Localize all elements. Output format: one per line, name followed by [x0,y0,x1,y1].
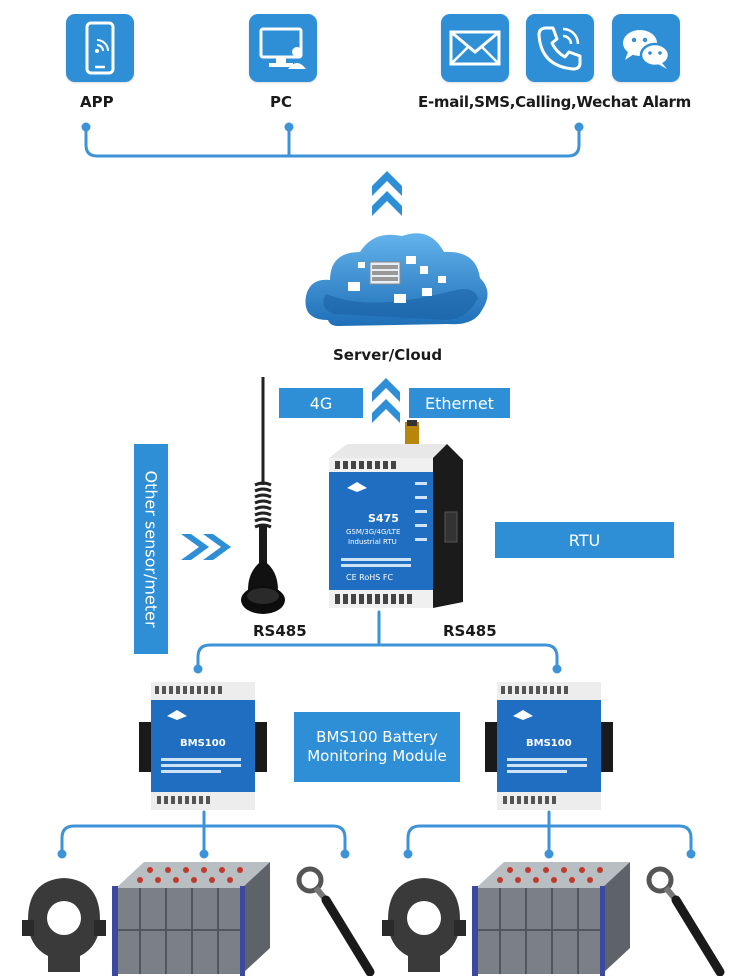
cloud-server-icon [305,233,488,326]
current-transformer-left [22,878,106,972]
antenna-icon [241,377,285,614]
phone-call-icon [526,14,594,82]
upward-chevrons-uplink [372,378,400,423]
bms-badge: BMS100 Battery Monitoring Module [294,712,460,782]
rtu-sub1-text: GSM/3G/4G/LTE [346,528,401,536]
battery-bank-right [472,862,630,976]
rs485-right-label: RS485 [443,622,497,640]
ethernet-badge: Ethernet [409,388,510,418]
4g-badge: 4G [279,388,363,418]
rtu-sub2-text: Industrial RTU [348,538,397,546]
current-transformer-right [382,878,466,972]
temperature-probe-left [296,866,375,976]
connector-dot [284,122,294,132]
bms-left-model: BMS100 [180,738,226,749]
temperature-probe-right [646,866,725,976]
app-label: APP [80,93,114,111]
other-sensor-label: Other sensor/meter [141,470,161,628]
bms-right-model: BMS100 [526,738,572,749]
other-sensor-bar: Other sensor/meter [134,444,168,654]
server-cloud-label: Server/Cloud [333,346,443,364]
pc-label: PC [270,93,293,111]
rtu-model-text: S475 [368,512,399,525]
connector-dot [193,664,203,674]
alarm-label: E-mail,SMS,Calling,Wechat Alarm [418,93,691,111]
rtu-cert-text: CE RoHS FC [346,573,394,582]
battery-bank-left [112,862,270,976]
connector-dot [552,664,562,674]
bms-module-right [485,682,613,810]
bms-module-left [139,682,267,810]
rs485-left-label: RS485 [253,622,307,640]
smartphone-icon [66,14,134,82]
upward-chevrons [372,171,402,216]
rtu-device [329,420,463,608]
wechat-icon [612,14,680,82]
email-icon [441,14,509,82]
connector-dot [81,122,91,132]
pc-monitor-icon [249,14,317,82]
connector-dot [574,122,584,132]
rtu-badge: RTU [495,522,674,558]
right-chevrons [181,534,231,560]
